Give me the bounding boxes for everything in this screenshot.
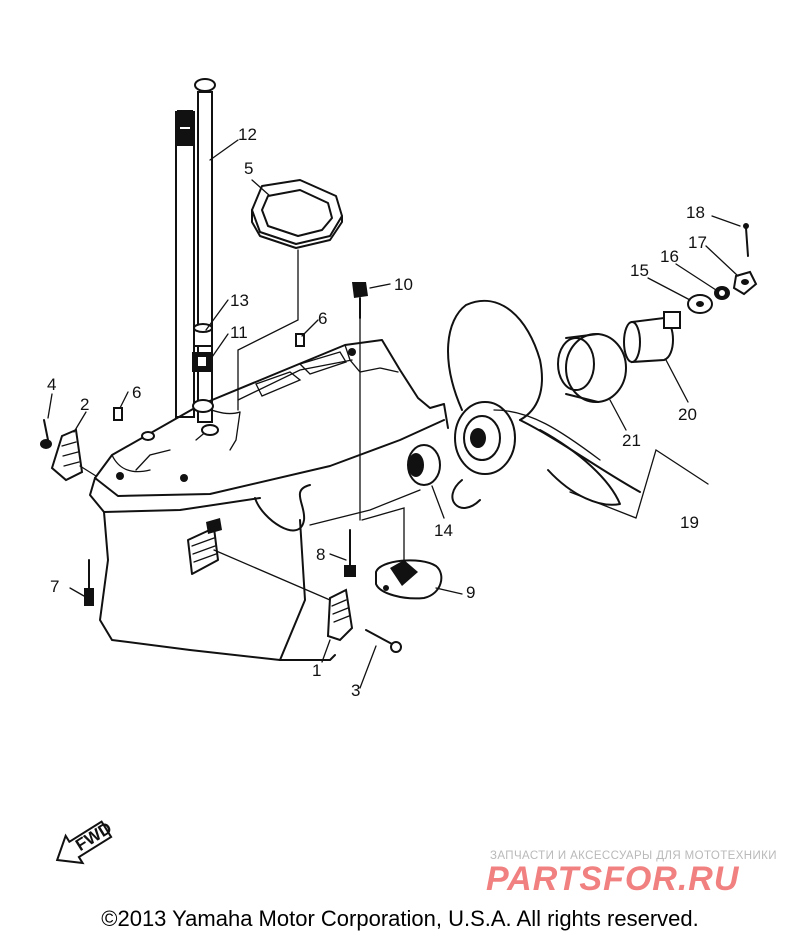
washer-16 xyxy=(714,286,730,300)
label-21: 21 xyxy=(622,431,641,450)
spacer-20 xyxy=(623,311,681,364)
label-6b: 6 xyxy=(318,309,327,328)
lower-casing xyxy=(89,339,449,661)
trim-tab xyxy=(375,559,443,600)
label-12: 12 xyxy=(238,125,257,144)
label-1: 1 xyxy=(312,661,321,680)
label-13: 13 xyxy=(230,291,249,310)
label-14: 14 xyxy=(434,521,453,540)
anode xyxy=(326,588,354,642)
part-labels: 1 2 3 4 5 6 6 7 8 9 10 11 12 13 14 15 16… xyxy=(47,125,707,700)
label-3: 3 xyxy=(351,681,360,700)
label-19: 19 xyxy=(680,513,699,532)
label-10: 10 xyxy=(394,275,413,294)
thrust-washer xyxy=(407,444,441,486)
bolt-4 xyxy=(40,419,52,449)
water-tube xyxy=(175,110,195,418)
bolt-7 xyxy=(84,559,94,606)
label-17: 17 xyxy=(688,233,707,252)
label-11: 11 xyxy=(230,323,248,342)
dowel-pin xyxy=(295,333,305,347)
dowel-pin xyxy=(113,407,123,421)
cotter-pin xyxy=(743,223,749,257)
label-5: 5 xyxy=(244,159,253,178)
label-7: 7 xyxy=(50,577,59,596)
leader-lines xyxy=(47,139,741,689)
watermark-tagline: ЗАПЧАСТИ И АКСЕССУАРЫ ДЛЯ МОТОТЕХНИКИ xyxy=(490,850,777,862)
prop-nut xyxy=(732,270,758,296)
washer-15 xyxy=(687,294,713,314)
label-9: 9 xyxy=(466,583,475,602)
label-16: 16 xyxy=(660,247,679,266)
propeller xyxy=(447,299,641,509)
label-8: 8 xyxy=(316,545,325,564)
label-6a: 6 xyxy=(132,383,141,402)
label-15: 15 xyxy=(630,261,649,280)
cover xyxy=(50,428,84,482)
bolt-8 xyxy=(344,529,356,577)
label-2: 2 xyxy=(80,395,89,414)
fwd-label: FWD xyxy=(72,818,115,855)
copyright-notice: ©2013 Yamaha Motor Corporation, U.S.A. A… xyxy=(101,906,699,931)
label-4: 4 xyxy=(47,375,56,394)
bushing xyxy=(193,323,213,347)
gasket xyxy=(251,179,343,249)
fwd-arrow: FWD xyxy=(55,818,115,865)
label-18: 18 xyxy=(686,203,705,222)
nut xyxy=(192,352,212,372)
watermark-logo: PARTSFOR.RU xyxy=(486,860,740,898)
bolt-3 xyxy=(365,629,402,653)
bolt-10 xyxy=(352,282,368,319)
spacer xyxy=(557,333,627,403)
label-20: 20 xyxy=(678,405,697,424)
